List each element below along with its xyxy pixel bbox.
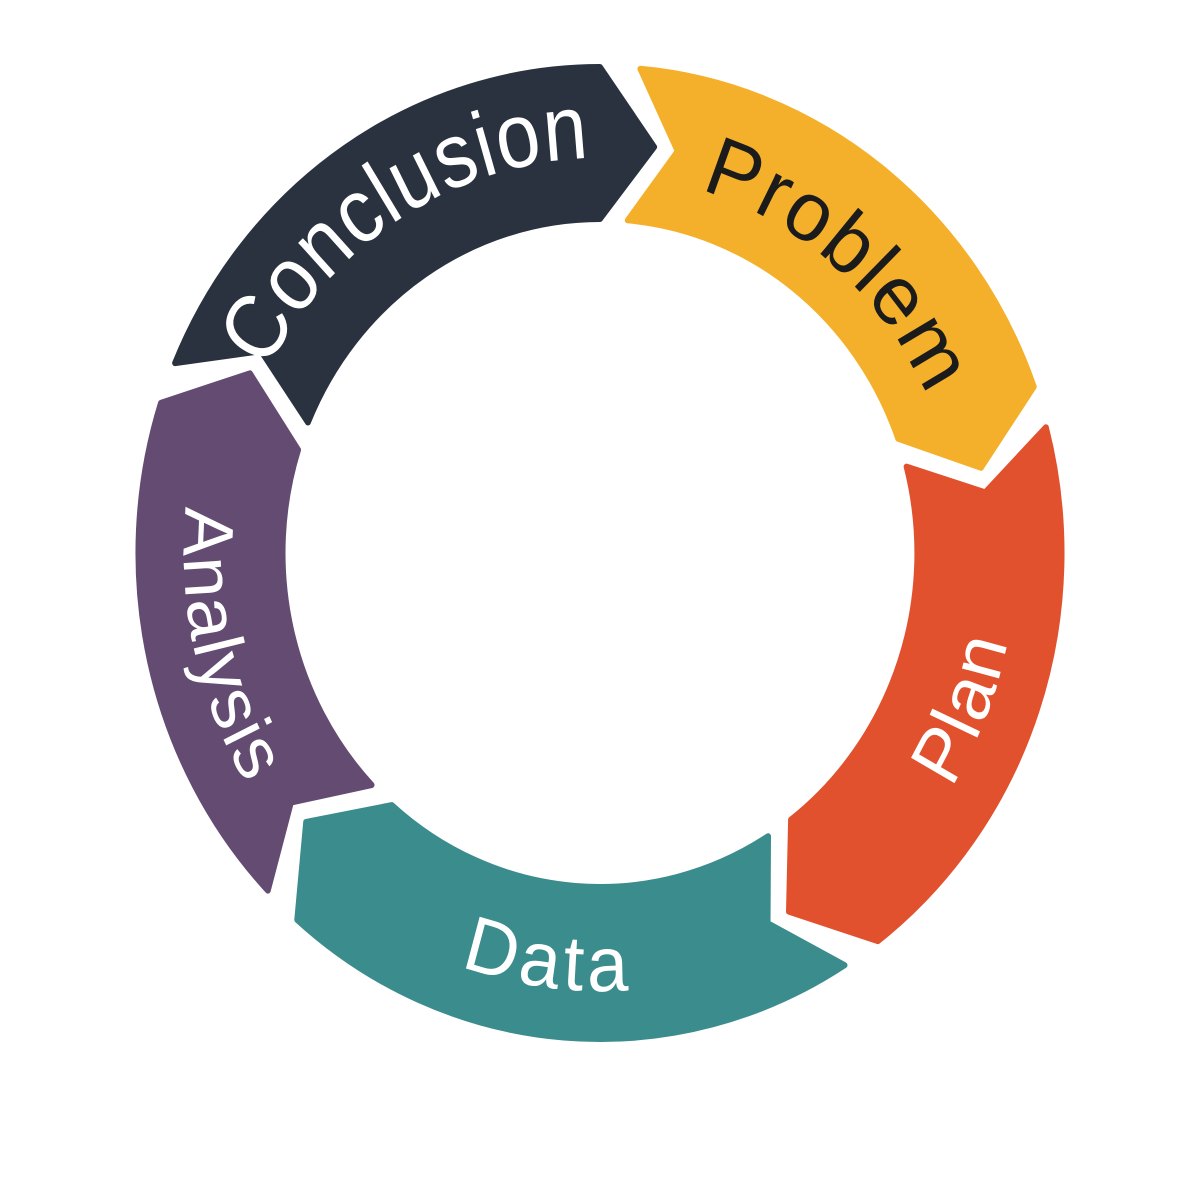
- segment-problem: Problem: [624, 65, 1037, 471]
- segment-analysis: Analysis: [135, 370, 375, 894]
- segment-plan: Plan: [786, 424, 1065, 945]
- segment-problem-arrow-shape: [624, 65, 1037, 471]
- segment-data-arrow-shape: [294, 802, 848, 1042]
- segment-conclusion: Conclusion: [172, 64, 658, 426]
- segment-plan-arrow-shape: [786, 424, 1065, 945]
- segment-analysis-arrow-shape: [135, 370, 375, 894]
- segment-data: Data: [294, 802, 848, 1042]
- segment-conclusion-arrow-shape: [172, 64, 658, 426]
